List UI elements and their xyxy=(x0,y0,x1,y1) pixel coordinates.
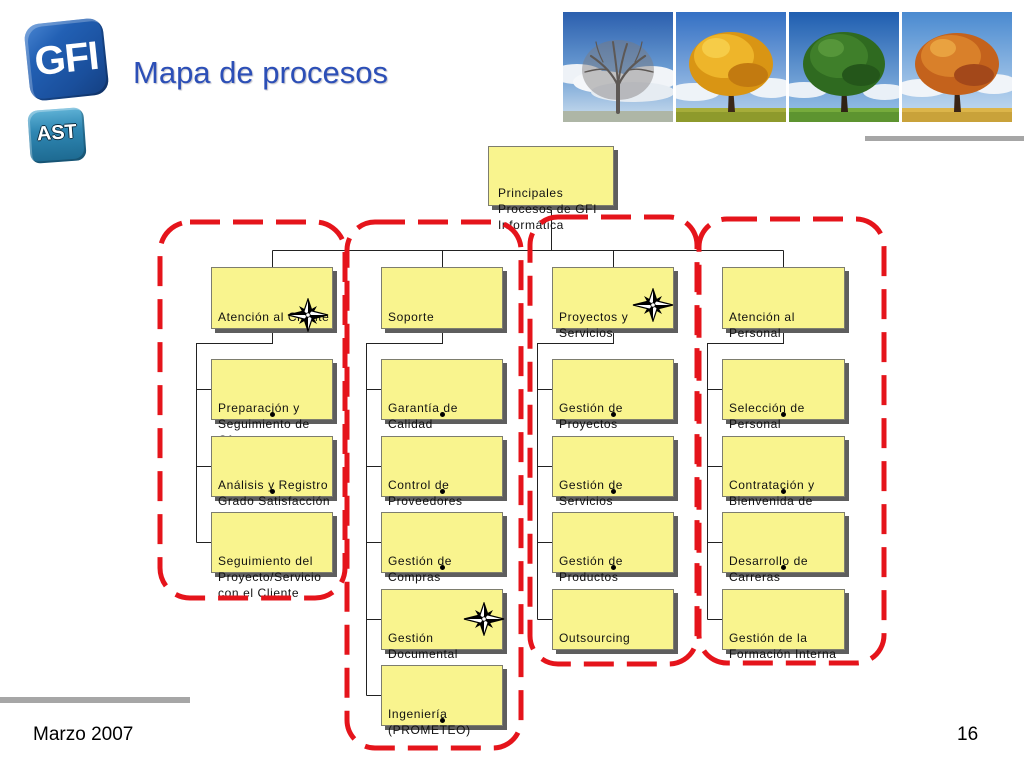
process-box-contratacion: Contratación y Bienvenida de Personal xyxy=(722,436,845,524)
process-box-desarrollo-carreras: Desarrollo de Carreras xyxy=(722,512,845,584)
bullet-dot xyxy=(270,412,275,417)
bottom-accent-bar xyxy=(0,697,190,703)
summer-green-tree-photo xyxy=(789,12,899,122)
bullet-dot xyxy=(781,412,786,417)
process-box-atencion-personal: Atención al Personal xyxy=(722,267,845,340)
process-box-label: Desarrollo de Carreras xyxy=(729,554,809,584)
page-number: 16 xyxy=(957,724,979,745)
process-box-gestion-proyectos: Gestión de Proyectos xyxy=(552,359,674,431)
process-box-label: Control de Proveedores xyxy=(388,478,463,508)
process-box-gestion-compras: Gestión de Compras xyxy=(381,512,503,584)
bullet-dot xyxy=(781,489,786,494)
top-accent-bar xyxy=(865,136,1024,141)
footer-date: Marzo 2007 xyxy=(33,724,134,745)
process-box-label: Ingeniería (PROMETEO) xyxy=(388,707,471,737)
compass-rose-icon xyxy=(287,298,329,332)
process-box-gestion-servicios: Gestión de Servicios xyxy=(552,436,674,508)
process-box-label: Principales Procesos de GFI Informática xyxy=(498,186,598,232)
compass-rose-icon xyxy=(463,602,505,636)
bullet-dot xyxy=(270,489,275,494)
bullet-dot xyxy=(781,565,786,570)
process-box-gestion-productos: Gestión de Productos xyxy=(552,512,674,584)
autumn-orange-tree-photo xyxy=(902,12,1012,122)
process-box-label: Gestión de Proyectos xyxy=(559,401,624,431)
bullet-dot xyxy=(440,489,445,494)
bullet-dot xyxy=(611,565,616,570)
process-box-label: Soporte xyxy=(388,310,435,324)
autumn-yellow-tree-photo xyxy=(676,12,786,122)
process-box-ingenieria: Ingeniería (PROMETEO) xyxy=(381,665,503,737)
process-box-soporte: Soporte xyxy=(381,267,503,329)
process-box-label: Gestión de Productos xyxy=(559,554,624,584)
process-box-outsourcing: Outsourcing xyxy=(552,589,674,650)
process-box-label: Outsourcing xyxy=(559,631,631,645)
process-box-root: Principales Procesos de GFI Informática xyxy=(488,146,614,232)
process-box-label: Gestión de la Formación Interna xyxy=(729,631,837,661)
process-box-analisis-satisfaccion: Análisis y Registro Grado Satisfacción C… xyxy=(211,436,333,524)
bullet-dot xyxy=(611,489,616,494)
compass-rose-icon xyxy=(632,288,674,322)
bullet-dot xyxy=(440,718,445,723)
process-box-label: Seguimiento del Proyecto/Servicio con el… xyxy=(218,554,322,600)
bullet-dot xyxy=(440,412,445,417)
bullet-dot xyxy=(611,412,616,417)
process-box-garantia-calidad: Garantía de Calidad xyxy=(381,359,503,431)
winter-tree-photo xyxy=(563,12,673,122)
process-box-preparacion-ofertas: Preparación y Seguimiento de Ofertas xyxy=(211,359,333,447)
process-box-control-proveedores: Control de Proveedores xyxy=(381,436,503,508)
process-box-label: Selección de Personal xyxy=(729,401,805,431)
process-box-seguimiento-proyecto: Seguimiento del Proyecto/Servicio con el… xyxy=(211,512,333,600)
process-box-formacion-interna: Gestión de la Formación Interna xyxy=(722,589,845,661)
process-box-seleccion-personal: Selección de Personal xyxy=(722,359,845,431)
slide-title: Mapa de procesos xyxy=(133,55,389,90)
process-box-label: Atención al Personal xyxy=(729,310,795,340)
process-box-label: Gestión de Servicios xyxy=(559,478,624,508)
process-box-label: Gestión de Compras xyxy=(388,554,453,584)
bullet-dot xyxy=(440,565,445,570)
process-box-label: Garantía de Calidad xyxy=(388,401,458,431)
